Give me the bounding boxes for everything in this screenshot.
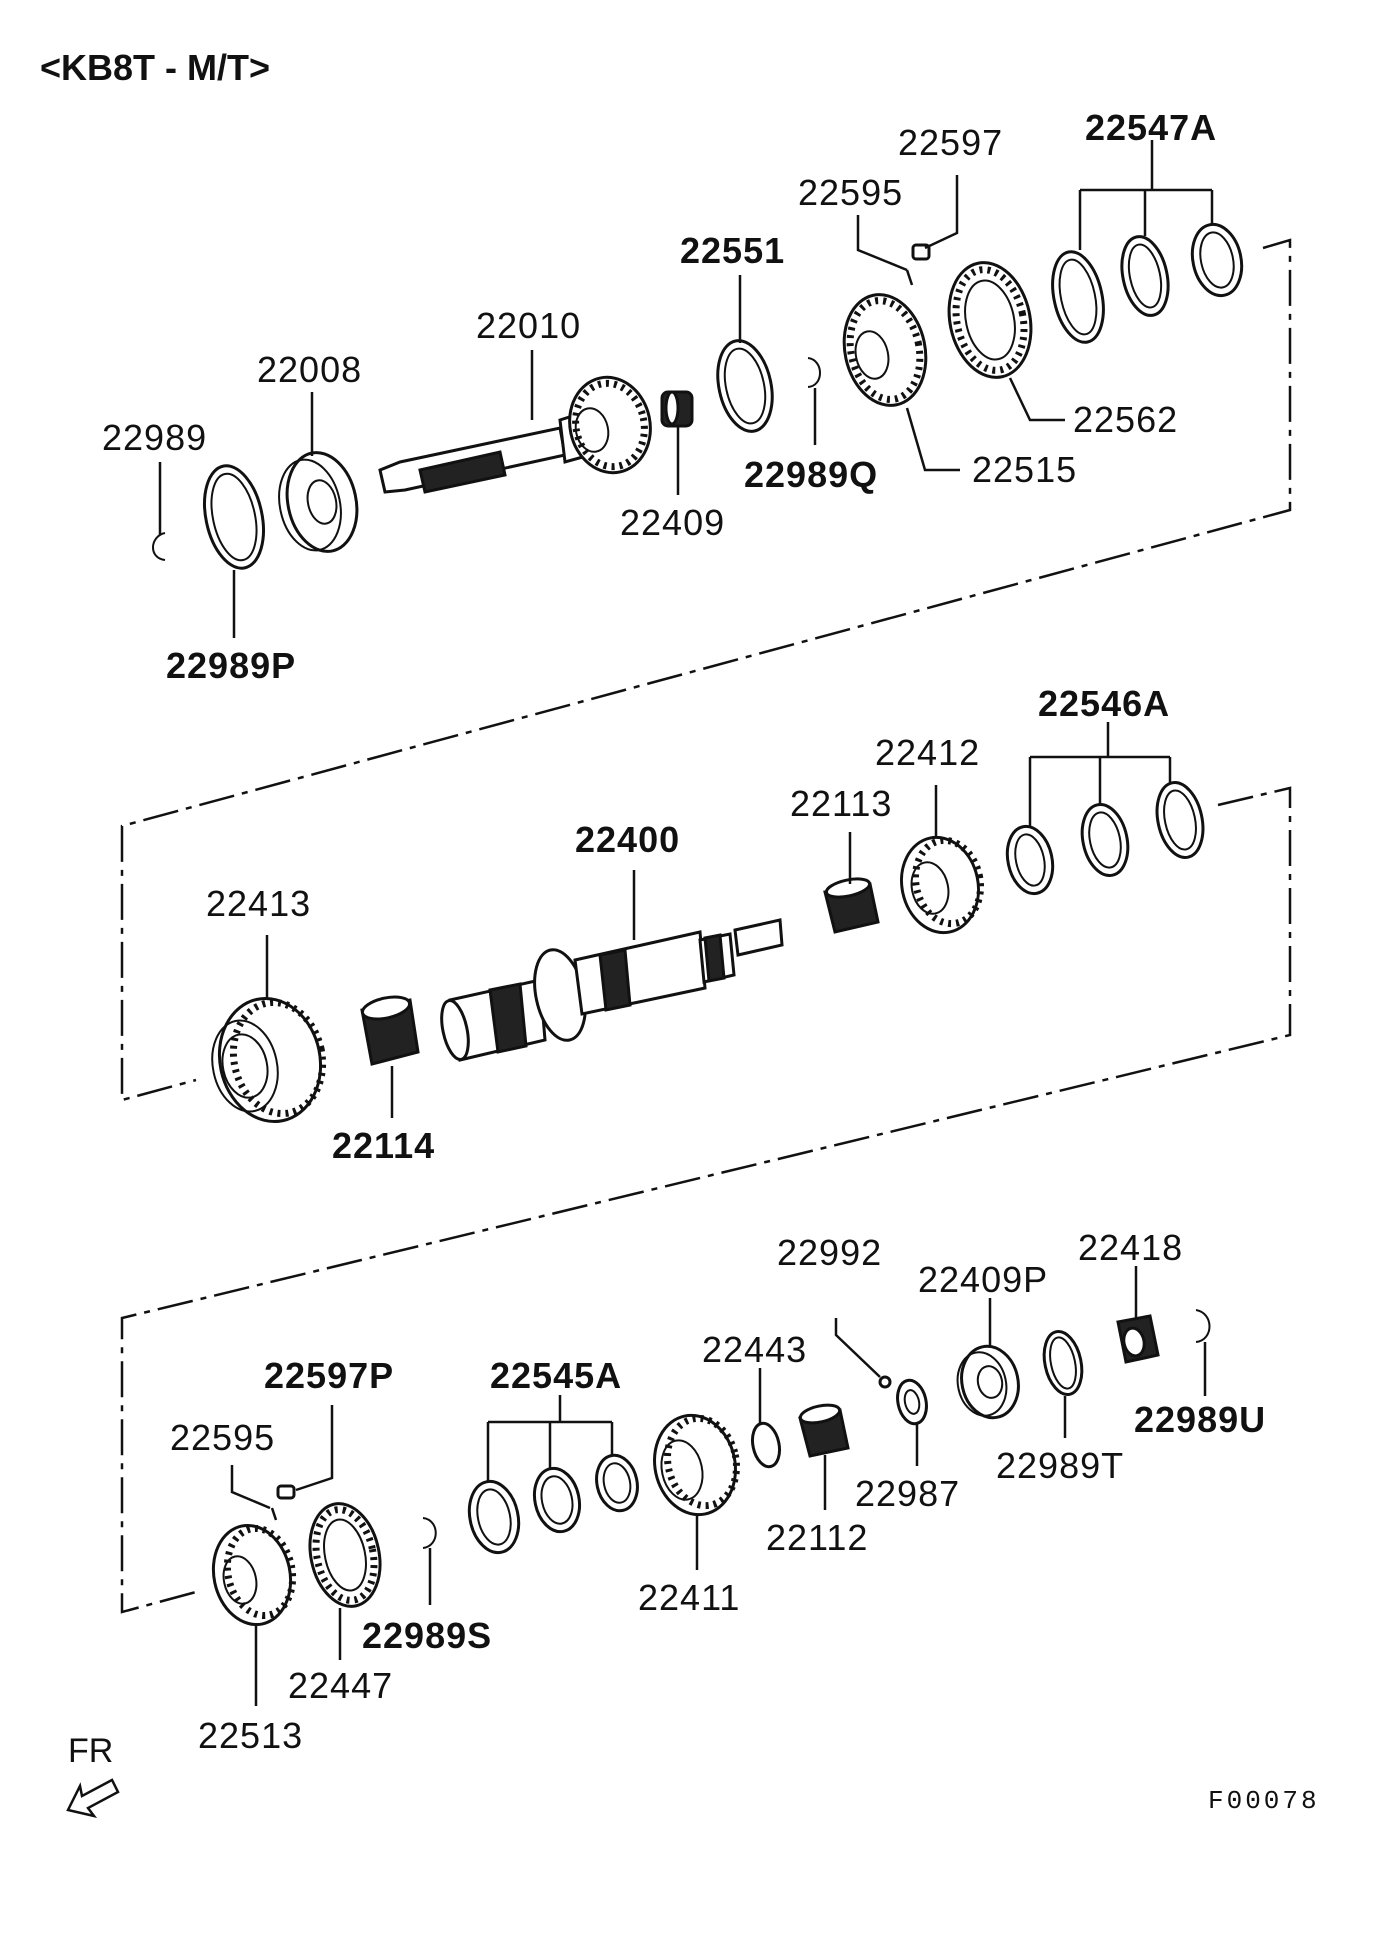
ring-22551 (716, 339, 774, 433)
ring-22545A-3 (595, 1453, 639, 1513)
bearing-22409P (956, 1344, 1020, 1420)
part-label-22418[interactable]: 22418 (1078, 1227, 1184, 1268)
figure-code: F00078 (1208, 1786, 1320, 1816)
section-frame-lines (120, 238, 1292, 1614)
section3-parts (211, 1309, 1211, 1627)
gear-22413 (211, 996, 327, 1124)
part-label-22113[interactable]: 22113 (790, 783, 893, 824)
section2-leaders (265, 722, 1172, 1118)
ring-22546A-2 (1080, 802, 1130, 878)
key-22597P (276, 1484, 296, 1500)
needle-bearing-22409 (660, 390, 694, 428)
part-label-22546A[interactable]: 22546A (1038, 683, 1171, 724)
front-direction-arrow-icon (66, 1778, 120, 1818)
gear-22411 (653, 1413, 740, 1517)
part-label-22595-lower[interactable]: 22595 (170, 1417, 276, 1458)
sync-hub-22515 (842, 293, 928, 407)
ring-22989P (203, 464, 265, 570)
part-label-22513[interactable]: 22513 (198, 1715, 304, 1756)
part-label-22597P[interactable]: 22597P (264, 1355, 395, 1396)
part-label-22989S[interactable]: 22989S (362, 1615, 493, 1656)
part-label-22989P[interactable]: 22989P (166, 645, 297, 686)
ring-22545A-1 (467, 1479, 521, 1555)
needle-bearing-22112 (798, 1403, 850, 1458)
input-shaft-22010 (378, 375, 652, 494)
part-label-22547A[interactable]: 22547A (1085, 107, 1218, 148)
snap-ring-22989Q (807, 357, 821, 388)
ring-22989T (1042, 1329, 1084, 1397)
spring-22595 (905, 269, 914, 286)
ring-22547A-2 (1120, 235, 1170, 317)
ring-22546A-3 (1155, 781, 1205, 859)
washer-22987 (896, 1378, 928, 1426)
part-label-22411[interactable]: 22411 (638, 1577, 741, 1618)
part-label-22992[interactable]: 22992 (777, 1232, 883, 1273)
part-label-22412[interactable]: 22412 (875, 732, 981, 773)
part-label-22562[interactable]: 22562 (1073, 399, 1179, 440)
snap-ring-22989U (1195, 1309, 1211, 1343)
part-label-22597[interactable]: 22597 (898, 122, 1004, 163)
part-label-22545A[interactable]: 22545A (490, 1355, 623, 1396)
part-label-22551[interactable]: 22551 (680, 230, 786, 271)
ring-22547A-1 (1051, 250, 1105, 344)
part-label-22989Q[interactable]: 22989Q (744, 454, 879, 495)
part-label-22409P[interactable]: 22409P (918, 1259, 1049, 1300)
key-22597 (911, 243, 931, 261)
part-label-22114[interactable]: 22114 (332, 1125, 436, 1166)
part-label-22989[interactable]: 22989 (102, 417, 208, 458)
part-label-22989U[interactable]: 22989U (1134, 1399, 1267, 1440)
sleeve-22447 (308, 1502, 382, 1608)
washer-22443 (750, 1421, 782, 1469)
main-shaft-22400 (440, 918, 784, 1062)
snap-ring-22989 (152, 532, 166, 561)
sync-hub-22513 (211, 1523, 297, 1627)
direction-label: FR (68, 1732, 114, 1770)
ball-22992 (878, 1375, 892, 1389)
bearing-22008 (285, 451, 359, 553)
sleeve-22562 (947, 261, 1033, 379)
lock-nut-22418 (1116, 1314, 1160, 1364)
page-title: <KB8T - M/T> (40, 47, 271, 88)
part-label-22008[interactable]: 22008 (257, 349, 363, 390)
part-label-22413[interactable]: 22413 (206, 883, 312, 924)
part-label-22447[interactable]: 22447 (288, 1665, 394, 1706)
gear-22412 (900, 835, 984, 935)
part-label-22987[interactable]: 22987 (855, 1473, 961, 1514)
spring-22595-lower (270, 1507, 278, 1521)
part-label-22112[interactable]: 22112 (766, 1517, 869, 1558)
needle-bearing-22114 (360, 995, 420, 1066)
ring-22547A-3 (1190, 222, 1244, 298)
part-label-22989T[interactable]: 22989T (996, 1445, 1125, 1486)
part-label-22409[interactable]: 22409 (620, 502, 726, 543)
ring-22545A-2 (532, 1466, 582, 1534)
part-label-22400[interactable]: 22400 (575, 819, 681, 860)
section1-leaders (158, 140, 1214, 638)
part-label-22515[interactable]: 22515 (972, 449, 1078, 490)
section3-leaders (230, 1266, 1207, 1706)
section1-parts (152, 222, 1244, 570)
needle-bearing-22113 (823, 877, 880, 934)
part-label-22010[interactable]: 22010 (476, 305, 582, 346)
snap-ring-22989S (422, 1517, 437, 1549)
section2-parts (211, 781, 1205, 1124)
ring-22546A-1 (1005, 824, 1055, 896)
part-label-22595[interactable]: 22595 (798, 172, 904, 213)
part-label-22443[interactable]: 22443 (702, 1329, 808, 1370)
